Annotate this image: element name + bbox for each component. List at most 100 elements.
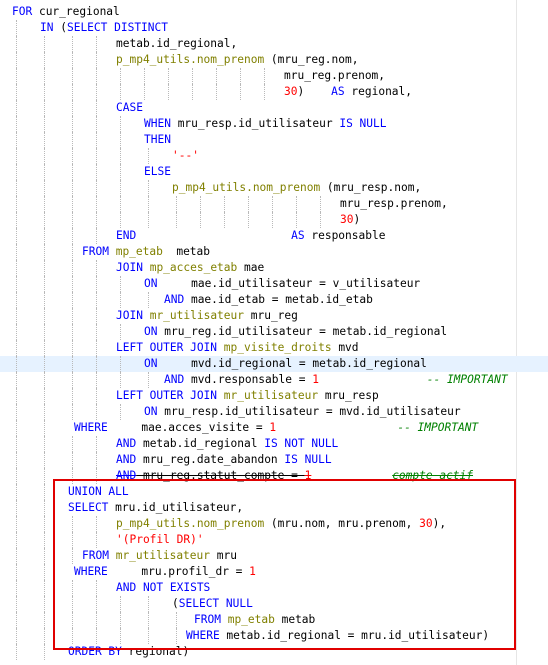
code-line[interactable]: 30) AS regional, bbox=[0, 84, 548, 100]
code-line[interactable]: SELECT mru.id_utilisateur, bbox=[0, 500, 548, 516]
code-token bbox=[276, 421, 397, 434]
indent-guide bbox=[176, 212, 177, 228]
code-text: WHERE mru.profil_dr = 1 bbox=[74, 564, 256, 580]
code-line[interactable]: mru_resp.prenom, bbox=[0, 196, 548, 212]
code-line[interactable]: AND NOT EXISTS bbox=[0, 580, 548, 596]
code-line[interactable]: ORDER BY regional) bbox=[0, 644, 548, 660]
code-token: -- IMPORTANT bbox=[397, 421, 479, 434]
indent-guide bbox=[96, 228, 97, 244]
indent-guide bbox=[44, 372, 45, 388]
code-text: p_mp4_utils.nom_prenom (mru.nom, mru.pre… bbox=[116, 516, 446, 532]
code-text: 30) bbox=[340, 212, 360, 228]
code-line[interactable]: JOIN mr_utilisateur mru_reg bbox=[0, 308, 548, 324]
code-line[interactable]: THEN bbox=[0, 132, 548, 148]
code-line[interactable]: AND mvd.responsable = 1 -- IMPORTANT bbox=[0, 372, 548, 388]
code-token: AS bbox=[331, 85, 345, 98]
code-token: (mru_reg.nom, bbox=[264, 53, 359, 66]
code-text: (SELECT NULL bbox=[172, 596, 253, 612]
indent-guide bbox=[216, 68, 217, 84]
code-line[interactable]: AND mru_reg.statut_compte = 1 compte act… bbox=[0, 468, 548, 484]
code-token: regional) bbox=[121, 645, 190, 658]
code-token: (mru.nom, mru.prenom, bbox=[264, 517, 420, 530]
code-line[interactable]: UNION ALL bbox=[0, 484, 548, 500]
code-line[interactable]: mru_reg.prenom, bbox=[0, 68, 548, 84]
code-line[interactable]: AND mae.id_etab = metab.id_etab bbox=[0, 292, 548, 308]
code-line[interactable]: p_mp4_utils.nom_prenom (mru_reg.nom, bbox=[0, 52, 548, 68]
code-token: mru.id_utilisateur, bbox=[108, 501, 244, 514]
indent-guide bbox=[44, 404, 45, 420]
indent-guide bbox=[72, 452, 73, 468]
code-line[interactable]: WHEN mru_resp.id_utilisateur IS NULL bbox=[0, 116, 548, 132]
code-text: FROM mp_etab metab bbox=[82, 244, 210, 260]
code-line[interactable]: AND metab.id_regional IS NOT NULL bbox=[0, 436, 548, 452]
code-token: regional, bbox=[344, 85, 413, 98]
code-line[interactable]: FROM mp_etab metab bbox=[0, 612, 548, 628]
indent-guide bbox=[16, 244, 17, 260]
indent-guide bbox=[296, 212, 297, 228]
code-line[interactable]: FROM mr_utilisateur mru bbox=[0, 548, 548, 564]
code-line[interactable]: (SELECT NULL bbox=[0, 596, 548, 612]
indent-guide bbox=[16, 68, 17, 84]
indent-guide bbox=[16, 516, 17, 532]
code-line[interactable]: p_mp4_utils.nom_prenom (mru_resp.nom, bbox=[0, 180, 548, 196]
code-line[interactable]: '--' bbox=[0, 148, 548, 164]
code-token: JOIN bbox=[116, 261, 143, 274]
code-line[interactable]: WHERE mae.acces_visite = 1 -- IMPORTANT bbox=[0, 420, 548, 436]
code-token: LEFT OUTER JOIN bbox=[116, 389, 218, 402]
code-token: WHEN bbox=[144, 117, 171, 130]
code-line[interactable]: ELSE bbox=[0, 164, 548, 180]
indent-guide bbox=[44, 436, 45, 452]
code-line[interactable]: WHERE mru.profil_dr = 1 bbox=[0, 564, 548, 580]
indent-guide bbox=[44, 484, 45, 500]
code-token: mru_resp bbox=[318, 389, 379, 402]
indent-guide bbox=[16, 132, 17, 148]
code-line[interactable]: AND mru_reg.date_abandon IS NULL bbox=[0, 452, 548, 468]
code-text: UNION ALL bbox=[68, 484, 129, 500]
code-line[interactable]: 30) bbox=[0, 212, 548, 228]
code-line[interactable]: JOIN mp_acces_etab mae bbox=[0, 260, 548, 276]
code-token: ), bbox=[432, 517, 447, 530]
code-line[interactable]: FROM mp_etab metab bbox=[0, 244, 548, 260]
code-line[interactable]: ON mvd.id_regional = metab.id_regional bbox=[0, 356, 548, 372]
code-line[interactable]: IN (SELECT DISTINCT bbox=[0, 20, 548, 36]
code-line[interactable]: ON mae.id_utilisateur = v_utilisateur bbox=[0, 276, 548, 292]
code-line[interactable]: FOR cur_regional bbox=[0, 4, 548, 20]
indent-guide bbox=[72, 580, 73, 596]
code-text: IN (SELECT DISTINCT bbox=[40, 20, 168, 36]
indent-guide bbox=[96, 356, 97, 372]
code-token: mru_resp.id_utilisateur = mvd.id_utilisa… bbox=[157, 405, 461, 418]
code-token: (mru_resp.nom, bbox=[320, 181, 422, 194]
indent-guide bbox=[16, 20, 17, 36]
code-line[interactable]: LEFT OUTER JOIN mr_utilisateur mru_resp bbox=[0, 388, 548, 404]
indent-guide bbox=[96, 340, 97, 356]
code-line[interactable]: ON mru_resp.id_utilisateur = mvd.id_util… bbox=[0, 404, 548, 420]
code-line[interactable]: p_mp4_utils.nom_prenom (mru.nom, mru.pre… bbox=[0, 516, 548, 532]
indent-guide bbox=[120, 116, 121, 132]
code-line[interactable]: LEFT OUTER JOIN mp_visite_droits mvd bbox=[0, 340, 548, 356]
indent-guide bbox=[72, 548, 73, 564]
indent-guide bbox=[148, 596, 149, 612]
code-line[interactable]: CASE bbox=[0, 100, 548, 116]
code-line[interactable]: metab.id_regional, bbox=[0, 36, 548, 52]
indent-guide bbox=[320, 212, 321, 228]
indent-guide bbox=[44, 356, 45, 372]
code-text: 30) AS regional, bbox=[284, 84, 412, 100]
indent-guide bbox=[96, 468, 97, 484]
code-token: mvd.responsable = bbox=[184, 373, 313, 386]
code-line[interactable]: '(Profil DR)' bbox=[0, 532, 548, 548]
code-line[interactable]: END AS responsable bbox=[0, 228, 548, 244]
indent-guide bbox=[44, 244, 45, 260]
indent-guide bbox=[16, 212, 17, 228]
code-line[interactable]: WHERE metab.id_regional = mru.id_utilisa… bbox=[0, 628, 548, 644]
code-token: ) bbox=[297, 85, 332, 98]
code-token: p_mp4_utils.nom_prenom bbox=[172, 181, 321, 194]
code-token: END bbox=[116, 229, 137, 242]
indent-guide bbox=[176, 196, 177, 212]
code-text: p_mp4_utils.nom_prenom (mru_resp.nom, bbox=[172, 180, 421, 196]
code-line[interactable]: ON mru_reg.id_utilisateur = metab.id_reg… bbox=[0, 324, 548, 340]
code-token bbox=[143, 309, 150, 322]
code-text: THEN bbox=[144, 132, 171, 148]
indent-guide bbox=[44, 308, 45, 324]
